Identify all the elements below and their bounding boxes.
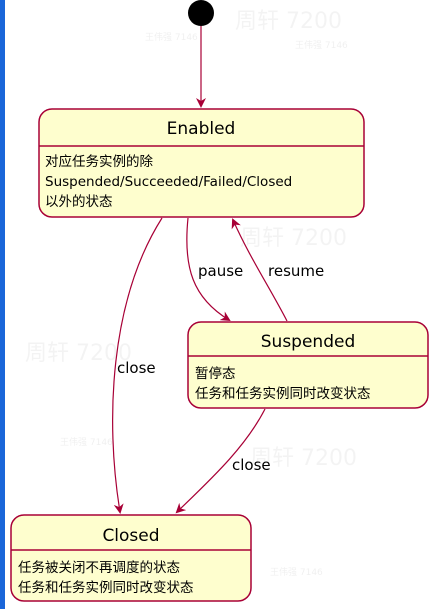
initial-state-dot [188,0,214,26]
transition-close-from-enabled-arrow [112,217,163,514]
state-enabled-line: 以外的状态 [45,194,113,210]
state-suspended[interactable]: Suspended 暂停态 任务和任务实例同时改变状态 [187,321,429,409]
watermark-text: 周轩 7200 [235,9,342,34]
watermark-text: 王伟强 7146 [295,39,348,51]
state-closed-line: 任务和任务实例同时改变状态 [18,580,194,596]
state-closed-line: 任务被关闭不再调度的状态 [18,560,180,576]
watermark-text: 周轩 7200 [240,226,347,251]
watermark-layer: 周轩 7200 周轩 7200 周轩 7200 周轩 7200 周轩 7200 … [25,9,357,578]
transition-close-from-enabled-label: close [117,359,156,377]
transition-close-from-suspended-arrow [175,408,266,514]
state-enabled[interactable]: Enabled 对应任务实例的除 Suspended/Succeeded/Fai… [38,108,365,218]
transition-resume-label: resume [268,262,324,280]
watermark-text: 王伟强 7146 [60,436,113,448]
state-closed[interactable]: Closed 任务被关闭不再调度的状态 任务和任务实例同时改变状态 [10,514,252,602]
watermark-text: 周轩 7200 [25,341,132,366]
state-closed-title: Closed [102,526,159,546]
watermark-text: 周轩 7200 [250,446,357,471]
state-suspended-line: 暂停态 [195,365,236,382]
state-enabled-line: 对应任务实例的除 [45,153,153,170]
watermark-text: 王伟强 7146 [270,566,323,578]
state-closed-box [10,514,252,602]
state-suspended-box [187,321,429,409]
state-enabled-line: Suspended/Succeeded/Failed/Closed [45,174,292,190]
state-enabled-title: Enabled [167,119,236,139]
transition-pause-label: pause [198,262,243,280]
transition-close-from-suspended-label: close [232,456,271,474]
state-suspended-line: 任务和任务实例同时改变状态 [195,386,371,402]
transition-pause-arrow [186,217,231,322]
watermark-text: 王伟强 7146 [145,31,198,43]
state-enabled-box [38,108,365,218]
transition-resume-arrow [231,218,288,322]
state-suspended-title: Suspended [261,332,356,352]
left-accent-bar [0,0,5,609]
